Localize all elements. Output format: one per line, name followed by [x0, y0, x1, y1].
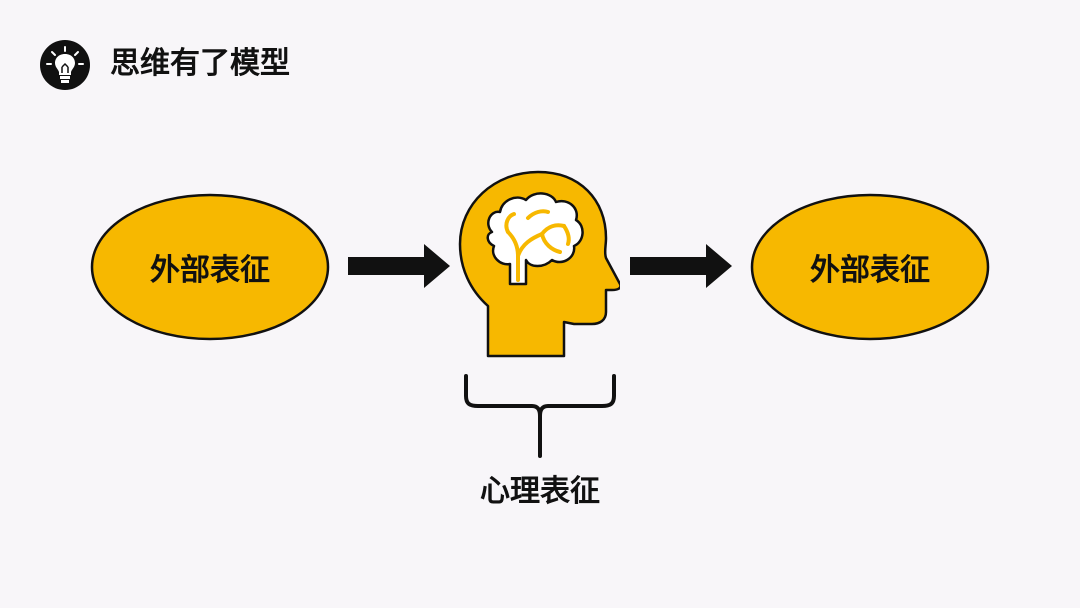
arrow-right-icon: [348, 244, 450, 292]
curly-bracket: [460, 374, 620, 462]
arrow-right-icon: [630, 244, 732, 292]
mental-representation-label: 心理表征: [480, 474, 600, 509]
page-title: 思维有了模型: [110, 46, 290, 81]
head-brain-icon: [456, 168, 622, 362]
ellipse-shape: [90, 193, 330, 341]
ellipse-shape: [750, 193, 990, 341]
node-label: 外部表征: [150, 253, 270, 288]
lightbulb-icon: [40, 40, 90, 90]
external-representation-node-left: 外部表征: [90, 193, 330, 341]
external-representation-node-right: 外部表征: [750, 193, 990, 341]
node-label: 外部表征: [810, 253, 930, 288]
